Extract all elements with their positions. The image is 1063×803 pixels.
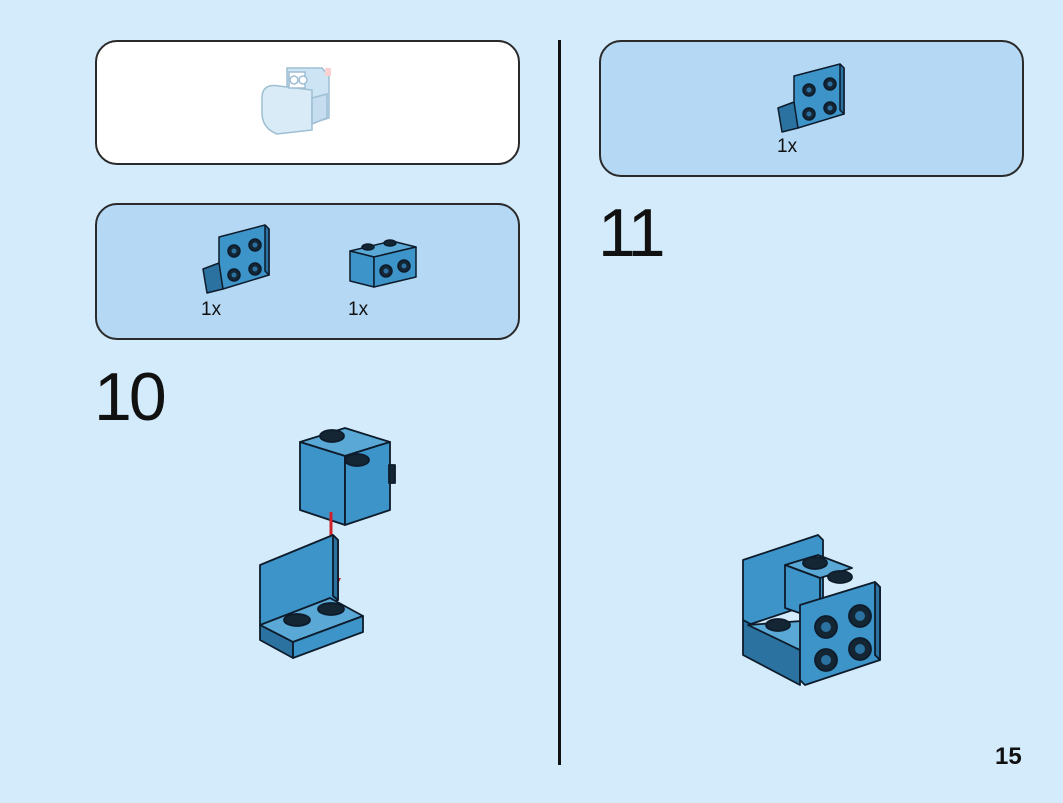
- step-10-assembly-illustration: [259, 427, 396, 659]
- model-preview-panel: [95, 40, 520, 165]
- part-quantity: 1x: [348, 299, 369, 320]
- step-11-assembly-illustration: [742, 534, 881, 686]
- bracket-1x2-2x2-icon: [202, 224, 270, 294]
- part-quantity: 1x: [777, 136, 798, 157]
- step-10-parts-panel: 1x 1x: [95, 203, 520, 340]
- page-number: 15: [995, 743, 1022, 770]
- model-preview-icon: [261, 67, 331, 135]
- step-number: 11: [598, 195, 666, 271]
- step-number: 10: [94, 359, 167, 435]
- part-quantity: 1x: [201, 299, 222, 320]
- brick-1x2-with-studs-on-side-icon: [349, 239, 417, 288]
- bracket-1x2-2x2-icon: [777, 63, 845, 133]
- page-divider: [558, 40, 561, 765]
- step-11-parts-panel: 1x: [599, 40, 1024, 177]
